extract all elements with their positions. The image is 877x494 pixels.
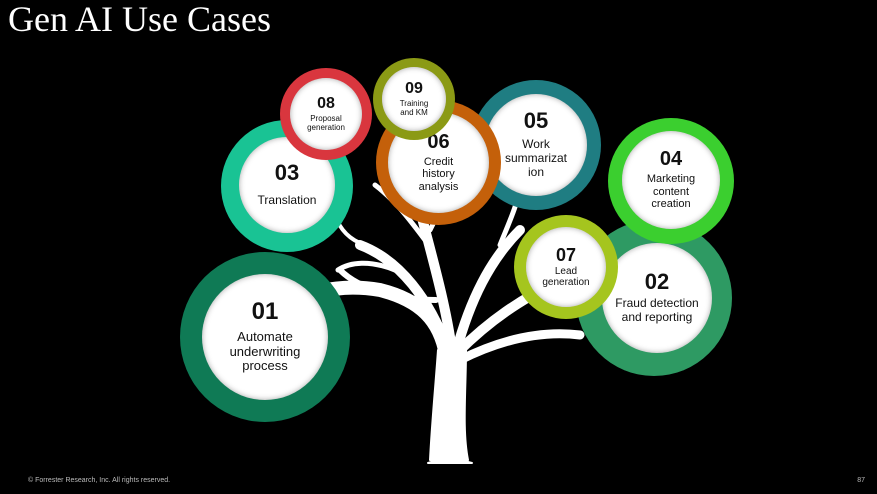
use-case-number: 02: [644, 269, 670, 295]
use-case-09: 09 Training and KM: [373, 58, 455, 140]
use-case-04: 04 Marketing content creation: [608, 118, 734, 244]
use-case-label: Automate underwriting process: [229, 328, 301, 374]
use-case-number: 01: [251, 297, 279, 325]
use-case-label: Work summarizat ion: [504, 137, 567, 179]
use-case-label: Fraud detection and reporting: [615, 296, 699, 324]
use-case-01: 01 Automate underwriting process: [180, 252, 350, 422]
use-case-08: 08 Proposal generation: [280, 68, 372, 160]
use-case-number: 07: [555, 244, 577, 265]
page-number: 87: [857, 477, 865, 484]
use-case-label: Credit history analysis: [418, 155, 459, 193]
use-case-number: 04: [659, 148, 683, 171]
use-case-number: 03: [274, 160, 300, 186]
use-case-label: Training and KM: [399, 98, 429, 117]
copyright-footer: © Forrester Research, Inc. All rights re…: [28, 477, 171, 484]
use-case-07: 07 Lead generation: [514, 215, 618, 319]
slide-title: Gen AI Use Cases: [8, 0, 271, 39]
use-case-label: Proposal generation: [307, 113, 345, 132]
use-case-03: 03 Translation: [221, 120, 353, 252]
use-case-label: Marketing content creation: [646, 173, 696, 211]
use-case-number: 06: [427, 130, 450, 153]
use-case-number: 08: [317, 94, 335, 112]
use-case-label: Lead generation: [542, 265, 590, 289]
use-case-label: Translation: [257, 193, 317, 208]
use-case-number: 09: [405, 79, 423, 97]
use-case-number: 05: [523, 108, 549, 134]
